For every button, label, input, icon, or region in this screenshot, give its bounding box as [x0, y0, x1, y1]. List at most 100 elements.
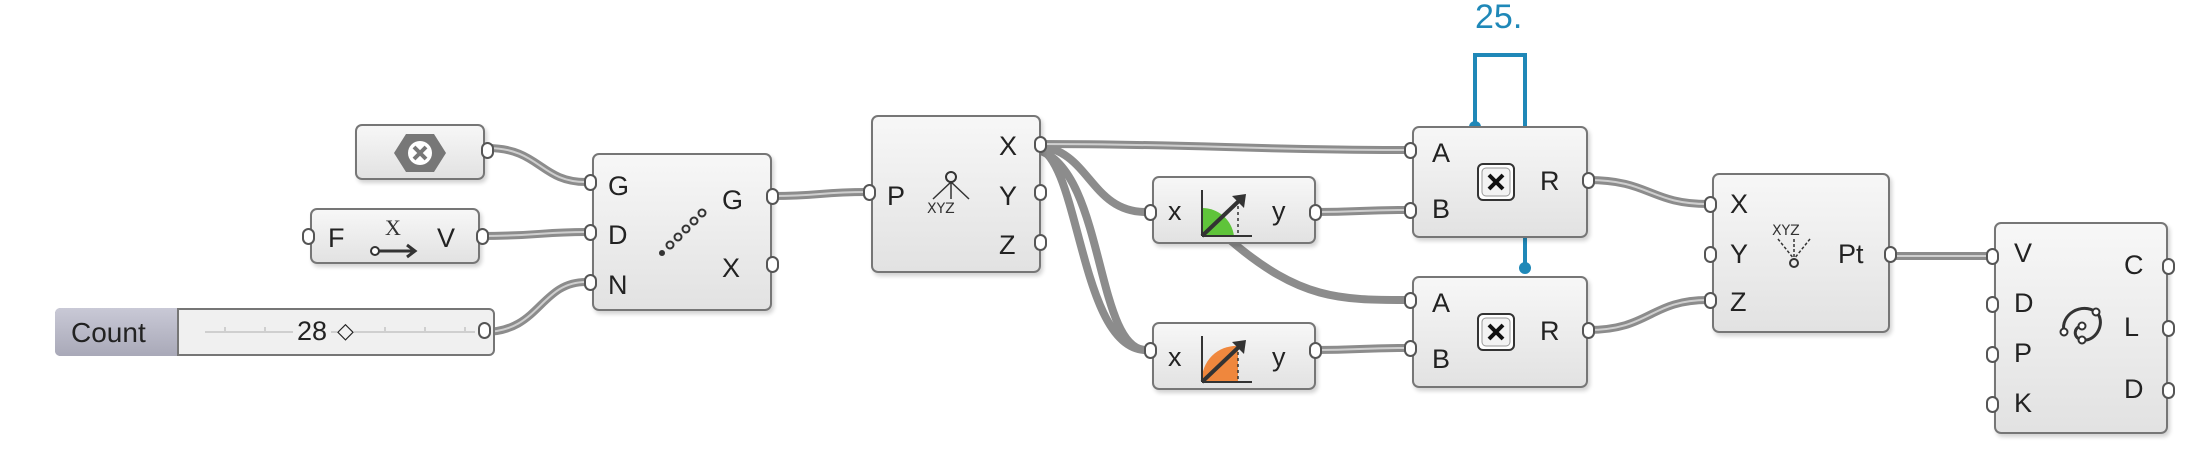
construct-input-x-port[interactable] [1704, 196, 1717, 213]
curve-output-l: L [2124, 312, 2140, 342]
multiply-top-input-b: B [1432, 194, 1451, 224]
annotation-number: 25. [1475, 0, 1523, 36]
construct-input-z: Z [1730, 287, 1747, 317]
function-input-port[interactable] [302, 228, 315, 245]
construct-input-y-port[interactable] [1704, 246, 1717, 263]
curve-output-c-port[interactable] [2162, 258, 2175, 275]
multiply-top-component[interactable]: A B R [1412, 126, 1588, 238]
series-output-g-port[interactable] [766, 188, 779, 205]
curve-input-v-port[interactable] [1986, 248, 1999, 265]
count-slider[interactable]: Count 28 ◇ [55, 308, 495, 356]
multiply-x-icon [1477, 313, 1515, 351]
deconstruct-output-x-port[interactable] [1034, 136, 1047, 153]
curve-input-d: D [2014, 288, 2034, 318]
series-output-x: X [722, 253, 741, 283]
cosine-input-x: x [1168, 342, 1182, 372]
hexagon-x-icon [394, 134, 446, 172]
deconstruct-point-component[interactable]: P XYZ X Y Z [871, 115, 1041, 273]
multiply-bottom-component[interactable]: A B R [1412, 276, 1588, 388]
slider-name-box [55, 308, 179, 356]
slider-value: 28 [293, 318, 332, 345]
slider-output-port[interactable] [478, 322, 491, 339]
function-output-label: V [437, 223, 456, 253]
multiply-top-output-r: R [1540, 166, 1560, 196]
multiply-bottom-input-b: B [1432, 344, 1451, 374]
svg-text:X: X [385, 215, 401, 240]
slider-grip-icon[interactable]: ◇ [337, 318, 354, 343]
deconstruct-input-p: P [887, 181, 906, 211]
curve-input-p: P [2014, 338, 2033, 368]
construct-input-y: Y [1730, 239, 1749, 269]
multiply-bottom-input-a-port[interactable] [1404, 292, 1417, 309]
xyz-merge-icon: XYZ [1772, 223, 1811, 268]
slider-name-label: Count [71, 317, 146, 348]
sine-input-x: x [1168, 196, 1182, 226]
xyz-tree-icon: XYZ [927, 171, 970, 217]
wire-x-to-sine [1034, 142, 1150, 216]
series-input-n-port[interactable] [584, 274, 597, 291]
wire-cull-to-series-g [483, 144, 590, 186]
cull-pattern-output[interactable] [481, 142, 494, 159]
function-output-port[interactable] [476, 228, 489, 245]
sine-component[interactable]: x y [1152, 176, 1316, 244]
construct-output-pt-port[interactable] [1884, 246, 1897, 263]
curve-through-points-icon [2059, 306, 2102, 345]
cosine-arc-orange-icon [1200, 336, 1252, 384]
sine-arc-green-icon [1200, 190, 1252, 238]
deconstruct-output-y-port[interactable] [1034, 184, 1047, 201]
series-output-x-port[interactable] [766, 256, 779, 273]
multiply-top-output-port[interactable] [1582, 172, 1595, 189]
deconstruct-output-x: X [999, 131, 1018, 161]
construct-input-x: X [1730, 189, 1749, 219]
curve-output-c: C [2124, 250, 2144, 280]
svg-text:XYZ: XYZ [1772, 223, 1800, 239]
cosine-input-port[interactable] [1144, 342, 1157, 359]
multiply-bottom-input-a: A [1432, 288, 1451, 318]
wire-sine-to-multiply-bottom-a [1226, 236, 1412, 304]
cosine-output-port[interactable] [1309, 342, 1322, 359]
series-component[interactable]: G D N G X [592, 153, 772, 311]
curve-output-d-port[interactable] [2162, 382, 2175, 399]
series-input-d-port[interactable] [584, 224, 597, 241]
series-input-n: N [608, 270, 628, 300]
multiply-bottom-input-b-port[interactable] [1404, 340, 1417, 357]
multiply-top-input-b-port[interactable] [1404, 202, 1417, 219]
sine-input-port[interactable] [1144, 204, 1157, 221]
interpolate-curve-component[interactable]: V D P K C L D [1994, 222, 2168, 434]
multiply-bottom-output-port[interactable] [1582, 322, 1595, 339]
series-input-d: D [608, 220, 628, 250]
cosine-output-y: y [1272, 342, 1286, 372]
multiply-top-input-a-port[interactable] [1404, 142, 1417, 159]
annotation-dot-bottom [1519, 262, 1531, 274]
multiply-bottom-output-r: R [1540, 316, 1560, 346]
wire-slider-to-series-n [480, 278, 590, 336]
sine-output-port[interactable] [1309, 204, 1322, 221]
cull-pattern-component[interactable] [355, 124, 485, 180]
multiply-x-icon [1477, 163, 1515, 201]
function-x-arrow-icon: X [370, 215, 418, 259]
curve-input-v: V [2014, 238, 2033, 268]
curve-output-l-port[interactable] [2162, 320, 2175, 337]
curve-output-d: D [2124, 374, 2144, 404]
series-output-g: G [722, 185, 744, 215]
construct-point-component[interactable]: X Y Z XYZ Pt [1712, 173, 1890, 333]
deconstruct-output-z-port[interactable] [1034, 234, 1047, 251]
construct-output-pt: Pt [1838, 239, 1864, 269]
construct-input-z-port[interactable] [1704, 292, 1717, 309]
sine-output-y: y [1272, 196, 1286, 226]
series-input-g-port[interactable] [584, 174, 597, 191]
deconstruct-output-z: Z [999, 230, 1016, 260]
cosine-component[interactable]: x y [1152, 322, 1316, 390]
deconstruct-output-y: Y [999, 181, 1018, 211]
curve-input-p-port[interactable] [1986, 346, 1999, 363]
curve-input-d-port[interactable] [1986, 296, 1999, 313]
deconstruct-input-p-port[interactable] [863, 184, 876, 201]
function-input-label: F [328, 223, 345, 253]
function-component[interactable]: F X V [310, 208, 480, 264]
multiply-top-input-a: A [1432, 138, 1451, 168]
dotted-series-icon [659, 208, 707, 256]
curve-input-k-port[interactable] [1986, 396, 1999, 413]
wire-x-to-cosine-2 [1034, 146, 1150, 354]
